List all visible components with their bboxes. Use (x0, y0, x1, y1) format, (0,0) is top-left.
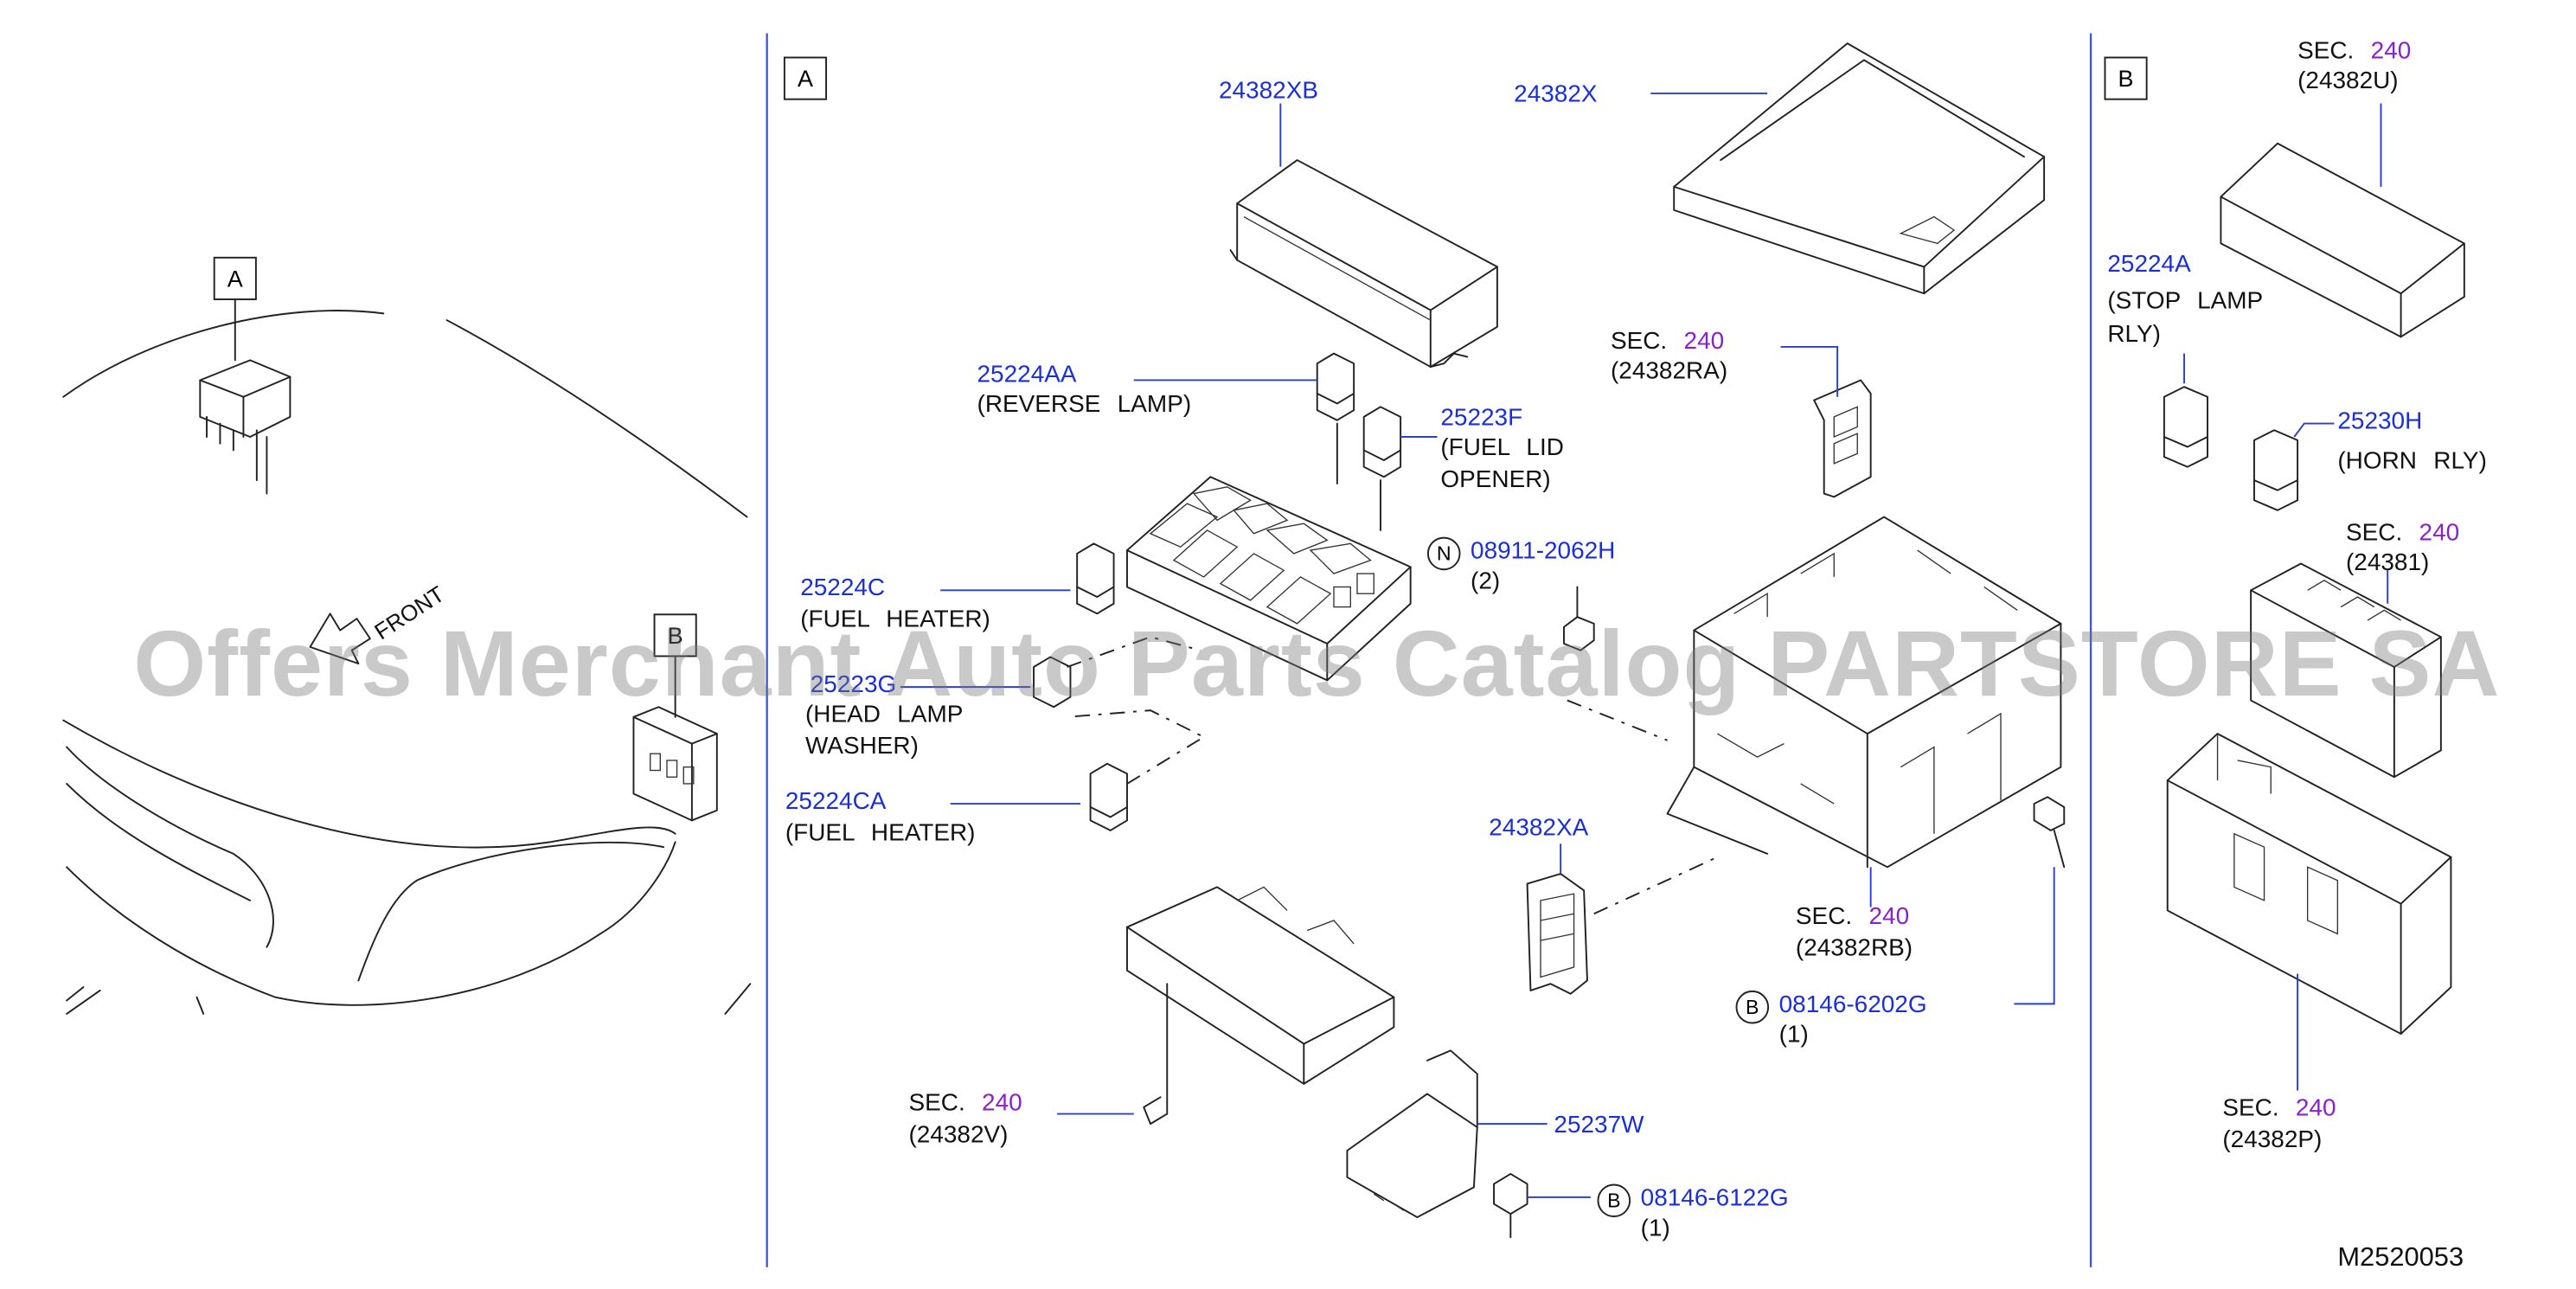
part-25224a-desc2: RLY) (2107, 322, 2161, 349)
relay-25223f-drawing (1362, 406, 1402, 478)
overview-a-label: A (213, 256, 257, 300)
part-25224c-desc: (FUEL HEATER) (800, 606, 990, 634)
section-24382v-sec: SEC. (908, 1090, 965, 1118)
section-24382p-ref: (24382P) (2222, 1126, 2323, 1154)
part-24382x[interactable]: 24382X (1514, 81, 1598, 109)
section-24382rb-sec: SEC. (1795, 903, 1853, 931)
bolt-08146-6202g-drawing (2033, 796, 2066, 869)
section-24382u-num: 240 (2370, 38, 2412, 66)
section-24381-sec: SEC. (2345, 520, 2403, 548)
section-24382rb-num: 240 (1868, 903, 1910, 931)
part-25223g[interactable]: 25223G (810, 671, 897, 699)
part-08911-2062h-qty: (2) (1471, 568, 1501, 596)
section-24382ra-sec: SEC. (1610, 328, 1668, 356)
part-25223f-desc1: (FUEL LID (1440, 435, 1564, 462)
section-24382ra-num: 240 (1683, 328, 1725, 356)
vehicle-overview (62, 296, 752, 1015)
part-24382xa[interactable]: 24382XA (1489, 815, 1589, 843)
cover-24382u-drawing (2220, 142, 2465, 338)
part-25224a[interactable]: 25224A (2107, 252, 2191, 279)
section-24382u[interactable]: SEC. 240 (2297, 36, 2411, 67)
bracket-24382ra-drawing (1813, 379, 1872, 498)
relay-25224aa-drawing (1316, 352, 1355, 421)
fuse-block-drawing (1126, 476, 1412, 682)
section-24381[interactable]: SEC. 240 (2346, 518, 2459, 548)
part-25223g-desc2: WASHER) (804, 734, 919, 760)
part-08911-2062h[interactable]: 08911-2062H (1471, 538, 1616, 566)
relay-25230h-drawing (2253, 429, 2299, 511)
part-08146-6122g[interactable]: 08146-6122G (1640, 1185, 1789, 1213)
part-25224c[interactable]: 25224C (800, 574, 886, 602)
bolt-08146-6122g-drawing (1493, 1172, 1528, 1239)
part-08146-6202g-qty: (1) (1778, 1022, 1809, 1049)
section-24382u-ref: (24382U) (2297, 68, 2399, 95)
section-24382v[interactable]: SEC. 240 (908, 1089, 1022, 1119)
part-25223g-desc1: (HEAD LAMP (804, 702, 964, 729)
part-25237w[interactable]: 25237W (1554, 1112, 1644, 1139)
section-24382ra-ref: (24382RA) (1610, 358, 1728, 386)
section-24382v-num: 240 (982, 1090, 1022, 1118)
section-24381-num: 240 (2419, 520, 2460, 548)
tray-24382v-drawing (1126, 886, 1395, 1125)
section-24382u-sec: SEC. (2297, 38, 2355, 66)
part-25223f[interactable]: 25223F (1440, 405, 1523, 433)
part-24382xb[interactable]: 24382XB (1219, 78, 1319, 106)
panel-b-label: B (2104, 56, 2148, 100)
section-24382ra[interactable]: SEC. 240 (1611, 327, 1724, 357)
relay-25224ca-drawing (1089, 762, 1128, 831)
section-24382rb-ref: (24382RB) (1795, 935, 1913, 963)
fuse-block-24381-drawing (2250, 562, 2442, 779)
relay-25224c-drawing (1076, 542, 1115, 615)
section-24382p[interactable]: SEC. 240 (2222, 1093, 2336, 1124)
nut-08911-drawing (1563, 586, 1595, 651)
circle-mark-b1: B (1735, 990, 1770, 1024)
section-24382v-ref: (24382V) (908, 1122, 1009, 1150)
relay-25224a-drawing (2163, 386, 2208, 468)
part-08146-6202g[interactable]: 08146-6202G (1778, 991, 1927, 1019)
part-25224ca[interactable]: 25224CA (785, 788, 887, 816)
circle-mark-b2: B (1597, 1183, 1631, 1218)
part-25223f-desc2: OPENER) (1440, 466, 1551, 494)
bracket-25237w-drawing (1346, 1049, 1478, 1219)
part-25224ca-desc: (FUEL HEATER) (785, 820, 976, 848)
panel-a-label: A (783, 56, 828, 100)
part-25224aa[interactable]: 25224AA (977, 362, 1077, 389)
overview-b-label: B (653, 613, 697, 657)
section-24381-ref: (24381) (2345, 550, 2430, 577)
main-box-drawing (1666, 516, 2062, 869)
cover-24382xb-drawing (1229, 159, 1498, 369)
circle-mark-n: N (1426, 536, 1461, 571)
section-24382p-num: 240 (2295, 1095, 2336, 1123)
watermark: Offers Merchant Auto Parts Catalog PARTS… (133, 610, 2501, 715)
relay-25223g-drawing (1033, 656, 1072, 709)
section-24382rb[interactable]: SEC. 240 (1796, 902, 1909, 933)
cover-24382x-drawing (1673, 42, 2046, 295)
drawing-number: M2520053 (2337, 1243, 2464, 1273)
part-25230h[interactable]: 25230H (2337, 408, 2423, 436)
bracket-24382xa-drawing (1526, 873, 1588, 995)
box-24382p-drawing (2166, 733, 2452, 1036)
section-24382p-sec: SEC. (2222, 1095, 2279, 1123)
part-25230h-desc: (HORN RLY) (2337, 448, 2487, 476)
part-25224aa-desc: (REVERSE LAMP) (977, 391, 1192, 419)
part-25224a-desc1: (STOP LAMP (2107, 288, 2264, 316)
part-08146-6122g-qty: (1) (1640, 1215, 1670, 1242)
